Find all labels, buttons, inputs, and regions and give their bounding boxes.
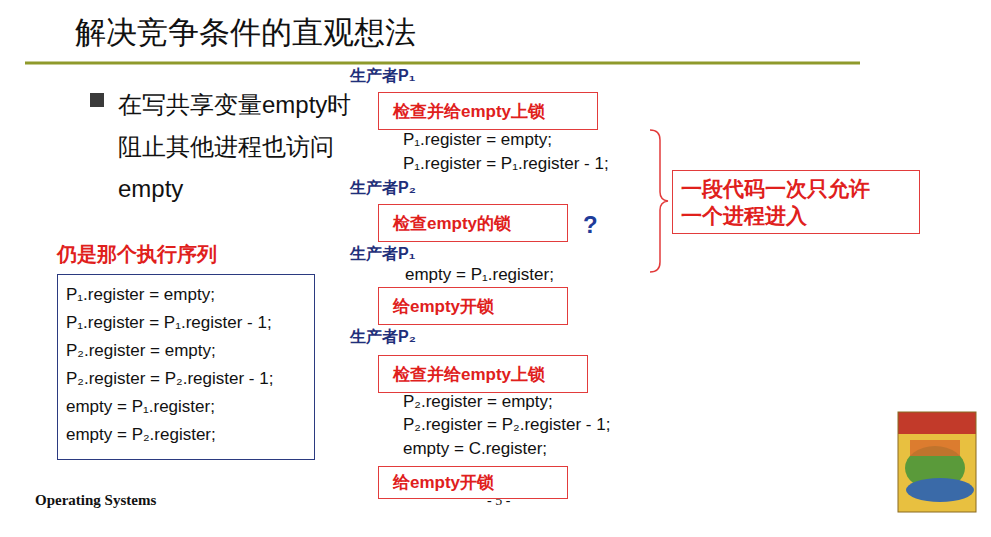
lock-box: 给empty开锁	[378, 466, 568, 499]
question-mark: ?	[583, 211, 598, 239]
code-line: P₂.register = P₂.register - 1;	[403, 415, 610, 435]
code-line: empty = C.register;	[403, 439, 547, 459]
code-line: P₂.register = empty;	[403, 392, 553, 412]
producer-label: 生产者P₁	[350, 66, 415, 87]
callout-box: 一段代码一次只允许 一个进程进入	[672, 170, 920, 234]
lock-text: 检查empty的锁	[393, 212, 511, 235]
sequence-frame: P₁.register = empty;P₁.register = P₁.reg…	[57, 274, 315, 460]
lock-box: 检查empty的锁	[378, 204, 568, 242]
sequence-line: empty = P₁.register;	[66, 393, 306, 421]
producer-label: 生产者P₂	[350, 178, 416, 199]
sequence-heading: 仍是那个执行序列	[57, 241, 315, 268]
producer-label: 生产者P₁	[350, 244, 415, 265]
lock-text: 检查并给empty上锁	[393, 363, 545, 386]
bracket	[650, 130, 668, 272]
slide-title: 解决竞争条件的直观想法	[75, 12, 416, 54]
lock-text: 给empty开锁	[393, 471, 494, 494]
lock-box: 检查并给empty上锁	[378, 92, 598, 130]
bullet-text: 在写共享变量empty时阻止其他进程也访问empty	[118, 84, 368, 210]
producer-label: 生产者P₂	[350, 327, 416, 348]
lock-box: 检查并给empty上锁	[378, 355, 588, 393]
book-cover	[898, 412, 976, 512]
lock-text: 检查并给empty上锁	[393, 100, 545, 123]
title-rule	[25, 62, 860, 65]
code-line: P₁.register = empty;	[403, 130, 552, 150]
sequence-line: P₂.register = P₂.register - 1;	[66, 365, 306, 393]
code-line: empty = P₁.register;	[405, 265, 554, 285]
sequence-box: 仍是那个执行序列 P₁.register = empty;P₁.register …	[57, 241, 315, 460]
code-line: P₁.register = P₁.register - 1;	[403, 154, 609, 174]
callout-text: 一段代码一次只允许 一个进程进入	[681, 175, 895, 229]
footer-text: Operating Systems	[35, 492, 156, 509]
sequence-line: P₁.register = P₁.register - 1;	[66, 309, 306, 337]
sequence-line: P₁.register = empty;	[66, 281, 306, 309]
sequence-line: empty = P₂.register;	[66, 421, 306, 449]
lock-text: 给empty开锁	[393, 295, 494, 318]
sequence-line: P₂.register = empty;	[66, 337, 306, 365]
lock-box: 给empty开锁	[378, 287, 568, 325]
bullet-square	[90, 93, 104, 107]
